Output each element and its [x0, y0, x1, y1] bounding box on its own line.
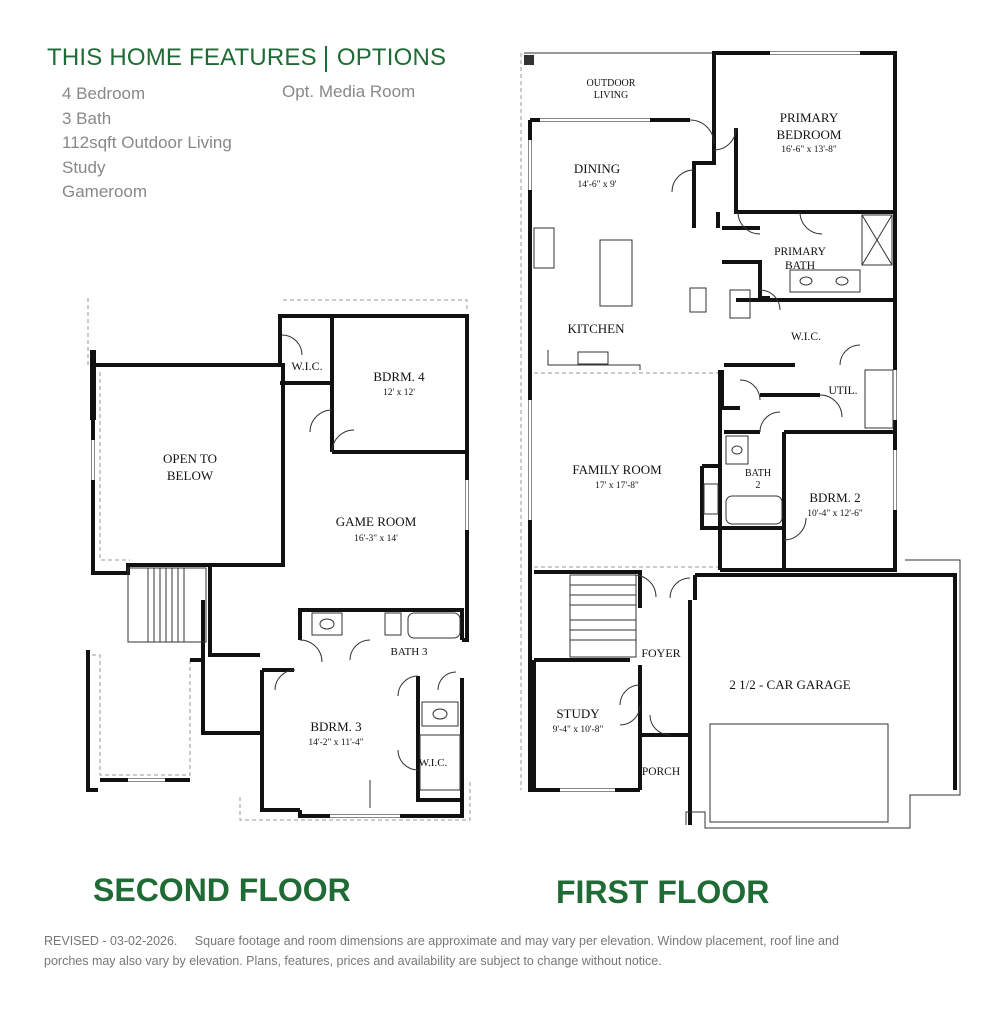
util-label: UTIL.	[828, 385, 857, 397]
feature-item: 3 Bath	[62, 108, 112, 128]
game-room-dimensions: 16'-3" x 14'	[354, 534, 398, 544]
header-divider	[324, 45, 327, 72]
outdoor-living-label-2: LIVING	[594, 90, 628, 101]
first-floor-plan	[520, 51, 961, 829]
wic-label: W.I.C.	[791, 331, 821, 343]
revised-date: REVISED - 03-02-2026.	[44, 934, 178, 948]
primary-bath-label-1: PRIMARY	[774, 246, 826, 258]
open-to-below-label-2: BELOW	[167, 468, 214, 483]
dining-label: DINING	[574, 161, 620, 176]
feature-item: 4 Bedroom	[62, 84, 146, 103]
first-floor-title: FIRST FLOOR	[556, 874, 770, 910]
outdoor-living-label-1: OUTDOOR	[587, 78, 636, 89]
second-floor-plan	[86, 298, 471, 821]
disclaimer: REVISED - 03-02-2026. Square footage and…	[44, 931, 864, 971]
primary-bedroom-dimensions: 16'-6" x 13'-8"	[781, 145, 837, 155]
feature-item: Gameroom	[62, 182, 148, 202]
first-floor-stairs	[569, 574, 637, 658]
primary-bedroom-label-2: BEDROOM	[776, 127, 841, 142]
options-list: Opt. Media Room	[282, 82, 415, 102]
option-item: Opt. Media Room	[282, 82, 416, 101]
dining-dimensions: 14'-6" x 9'	[578, 180, 617, 190]
second-floor-stairs	[127, 567, 207, 643]
porch-label: PORCH	[642, 766, 680, 778]
bdrm3-dimensions: 14'-2" x 11'-4"	[308, 738, 363, 748]
foyer-label: FOYER	[641, 646, 680, 660]
study-dimensions: 9'-4" x 10'-8"	[553, 725, 604, 735]
options-title: OPTIONS	[336, 44, 447, 71]
game-room-label: GAME ROOM	[336, 514, 417, 529]
bath3-label: BATH 3	[391, 646, 428, 658]
garage-label: 2 1/2 - CAR GARAGE	[729, 677, 850, 692]
features-header: THIS HOME FEATURES OPTIONS	[47, 44, 446, 72]
feature-item: 112sqft Outdoor Living	[62, 133, 232, 153]
wic-bottom-label: W.I.C.	[419, 757, 448, 769]
study-label: STUDY	[556, 706, 600, 721]
family-room-label: FAMILY ROOM	[572, 462, 662, 477]
second-floor-title: SECOND FLOOR	[93, 872, 351, 908]
primary-bedroom-label-1: PRIMARY	[780, 110, 839, 125]
features-list: 4 Bedroom 3 Bath 112sqft Outdoor Living …	[62, 82, 232, 205]
primary-bath-label-2: BATH	[785, 260, 815, 272]
bdrm4-dimensions: 12' x 12'	[383, 388, 415, 398]
wic-top-label: W.I.C.	[291, 359, 322, 373]
bdrm3-label: BDRM. 3	[310, 719, 361, 734]
kitchen-label: KITCHEN	[567, 321, 625, 336]
features-title: THIS HOME FEATURES	[47, 44, 317, 71]
bdrm2-label: BDRM. 2	[809, 490, 860, 505]
family-room-dimensions: 17' x 17'-8"	[595, 481, 639, 491]
open-to-below-label-1: OPEN TO	[163, 451, 217, 466]
bath2-label-2: 2	[756, 480, 761, 491]
bath2-label-1: BATH	[745, 468, 771, 479]
disclaimer-text: Square footage and room dimensions are a…	[44, 934, 839, 968]
bdrm2-dimensions: 10'-4" x 12'-6"	[807, 509, 863, 519]
bdrm4-label: BDRM. 4	[373, 369, 425, 384]
feature-item: Study	[62, 157, 106, 177]
